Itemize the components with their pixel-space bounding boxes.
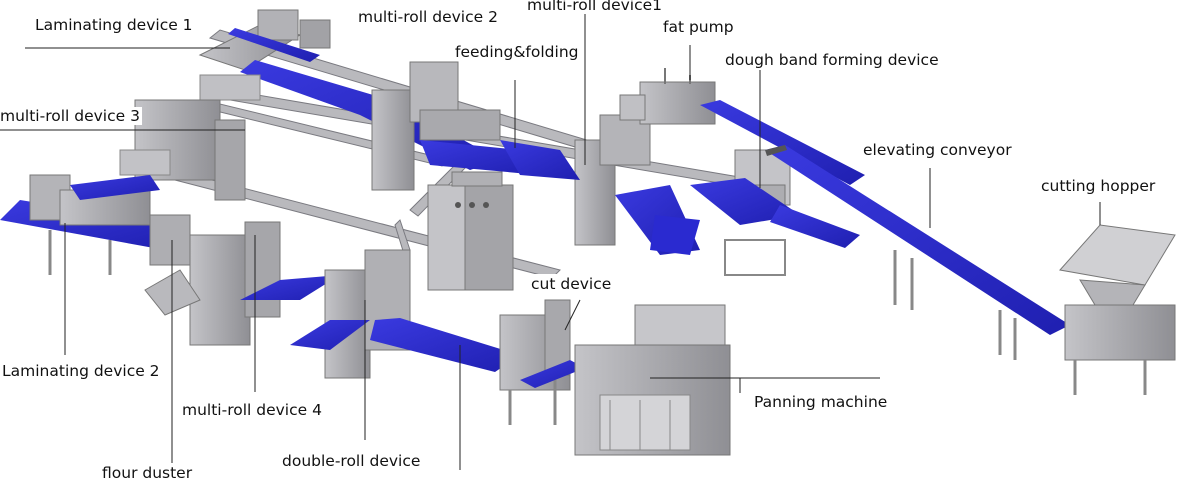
label-fat-pump: fat pump [663,18,734,36]
label-cutting-hopper: cutting hopper [1041,177,1156,195]
control-cabinet [427,171,514,291]
multi-roll-device-2 [371,61,540,191]
feeding-folding-device [500,140,580,180]
leader-lines [0,10,1101,470]
fat-pump [619,68,716,125]
double-roll-device [290,249,411,379]
label-double-roll-device: double-roll device [280,452,423,470]
panning-machine [574,304,731,456]
cut-device [370,299,585,425]
label-laminating-device-2: Laminating device 2 [0,362,162,380]
label-panning-machine: Panning machine [752,393,890,411]
upper-conveyor [700,100,865,185]
label-multi-roll-device-2: multi-roll device 2 [358,8,498,26]
label-feeding-folding: feeding&folding [455,43,579,61]
label-cut-device: cut device [527,274,656,298]
label-flour-duster: flour duster [100,464,195,482]
label-elevating-conveyor: elevating conveyor [863,141,1012,159]
multi-roll-device-1 [574,114,700,255]
multi-roll-device-4 [189,221,340,346]
cutting-hopper [1059,224,1176,395]
laminating-device-2 [0,174,191,275]
label-multi-roll-device-3: multi-roll device 3 [0,107,142,125]
label-laminating-device-1: Laminating device 1 [35,16,193,34]
elevating-conveyor [765,145,1070,360]
label-dough-band-forming-device: dough band forming device [725,51,939,69]
label-multi-roll-device-4: multi-roll device 4 [180,401,324,419]
multi-roll-device-3 [119,99,246,201]
label-multi-roll-device-1: multi-roll device1 [525,0,665,14]
